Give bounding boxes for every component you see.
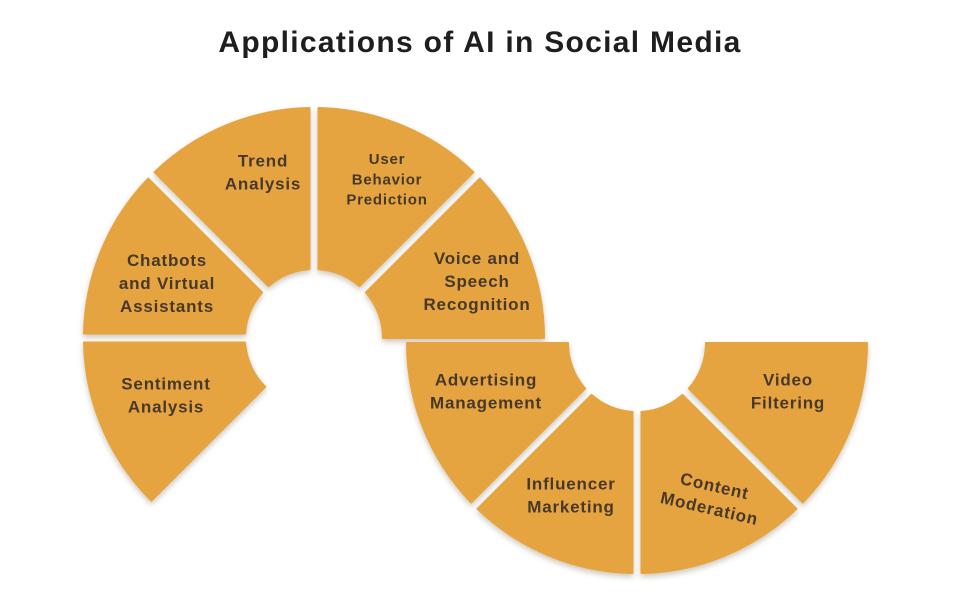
segment-sentiment-analysis	[83, 341, 267, 502]
segment-trend-analysis	[153, 107, 311, 288]
segment-video-filtering	[687, 342, 868, 504]
segment-user-behavior-prediction	[317, 107, 475, 288]
page-title: Applications of AI in Social Media	[218, 26, 742, 59]
segment-chatbots-and-virtual-assistants	[83, 177, 264, 335]
segment-voice-and-speech-recognition	[364, 177, 545, 339]
segment-influencer-marketing	[476, 393, 634, 574]
segments-layer	[83, 107, 868, 574]
segment-advertising-management	[406, 342, 587, 504]
segment-content-moderation	[640, 393, 798, 574]
